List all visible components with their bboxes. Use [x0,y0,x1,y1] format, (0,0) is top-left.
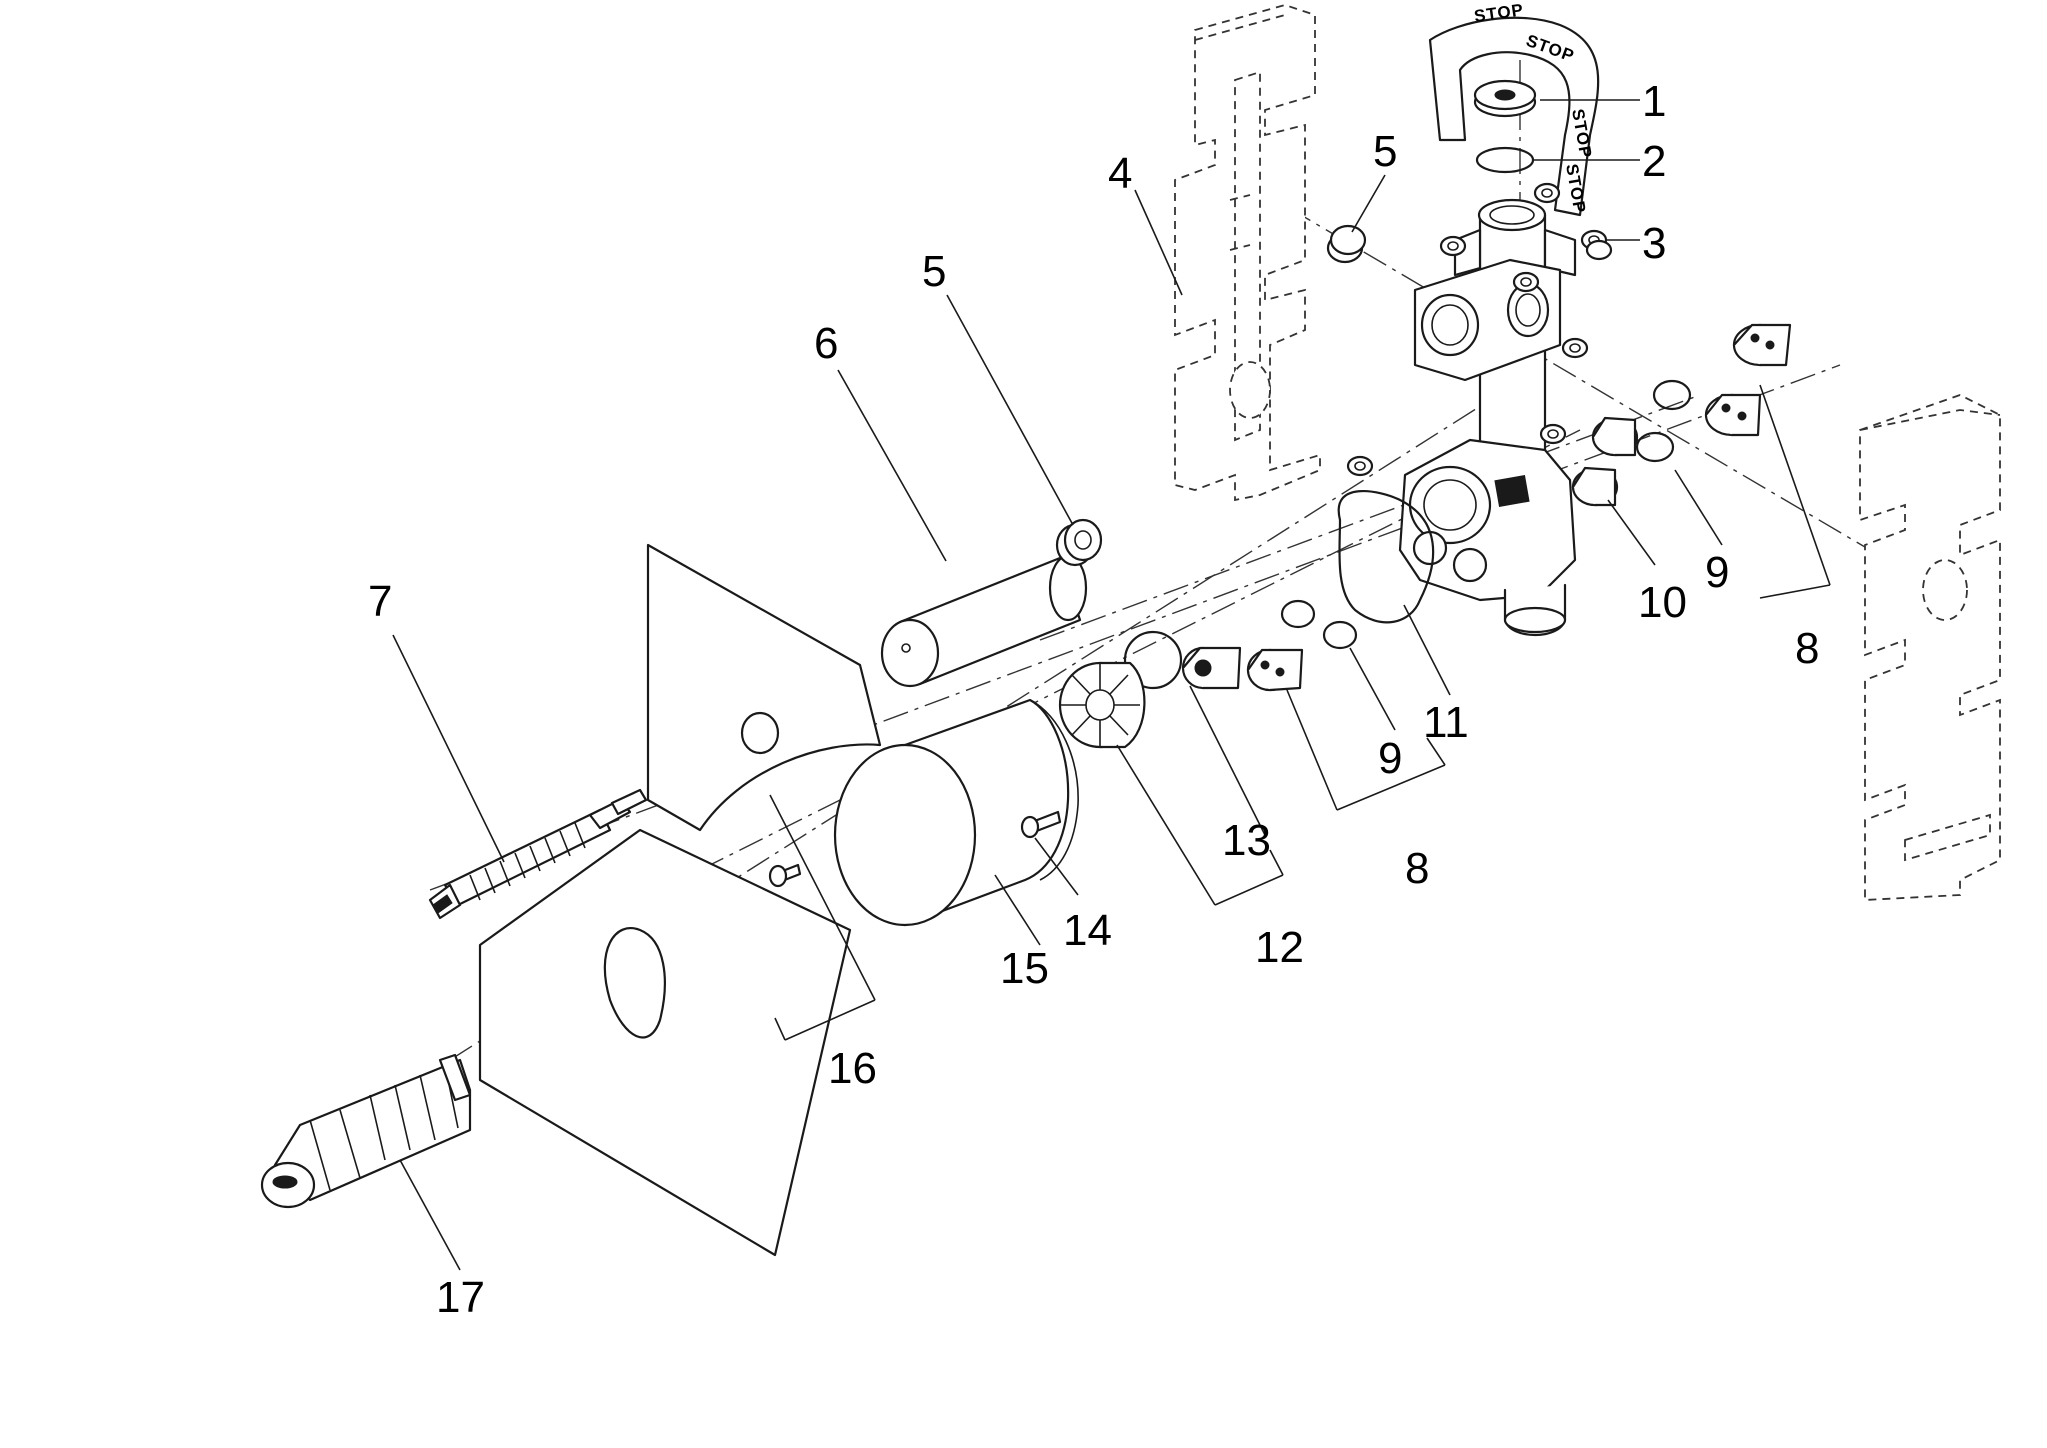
callout-8b: 8 [1405,844,1429,893]
callout-14: 14 [1063,906,1112,955]
callout-5a: 5 [1373,127,1397,176]
callout-4: 4 [1108,149,1132,198]
top-o-ring [1475,146,1535,174]
rosette-upper [646,543,882,832]
thermostat-cartridge [260,1053,472,1209]
callout-16: 16 [828,1044,877,1093]
check-valves-right [1571,323,1792,507]
callout-6: 6 [814,319,838,368]
mounting-bracket-right [1859,394,2001,901]
plug-upper [1326,224,1367,264]
spindle-extension [428,788,648,920]
callout-9b: 9 [1378,734,1402,783]
plug-lower [1055,518,1103,567]
screw-14 [1020,810,1062,839]
check-valves-center [1123,599,1358,692]
callout-5b: 5 [922,247,946,296]
large-seal-ring [1337,489,1435,624]
body-caps [1346,182,1613,477]
callout-11: 11 [1423,698,1469,747]
callout-labels: 1 2 3 4 5 5 6 7 8 8 9 9 10 11 12 13 14 1… [368,77,1819,1322]
callout-9a: 9 [1705,548,1729,597]
top-plug [1473,79,1537,118]
leader-lines [392,99,1831,1271]
stop-protection-band: STOP STOP STOP STOP [1428,0,1600,217]
adjustment-wheel [1058,661,1146,749]
callout-8a: 8 [1795,624,1819,673]
callout-10: 10 [1638,578,1687,627]
callout-2: 2 [1642,137,1666,186]
mounting-bracket-left [1174,4,1321,502]
callout-12: 12 [1255,923,1304,972]
callout-1: 1 [1642,77,1666,126]
callout-13: 13 [1222,816,1271,865]
cylinder-cap [880,554,1088,688]
cover-sleeve [833,698,1079,927]
callout-17: 17 [436,1273,485,1322]
valve-body [1398,198,1577,637]
callout-3: 3 [1642,219,1666,268]
rosette-lower [478,828,852,1257]
screw-16 [768,863,802,888]
callout-15: 15 [1000,944,1049,993]
callout-7: 7 [368,577,392,626]
